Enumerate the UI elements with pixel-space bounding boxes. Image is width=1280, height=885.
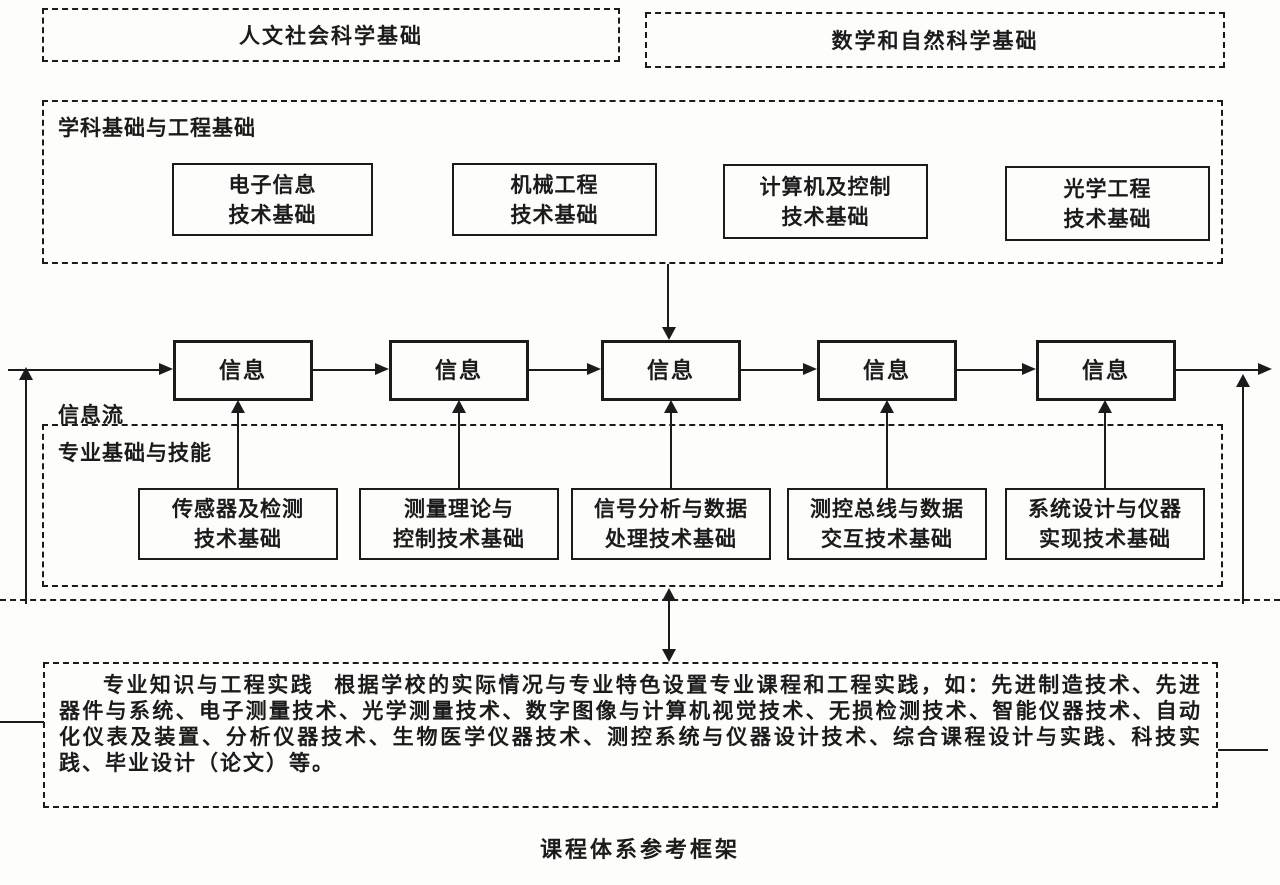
arrow-up-icon [452, 400, 466, 413]
prof-to-info-arrow-line-1 [237, 413, 239, 488]
info-node-4: 信息 [817, 340, 957, 401]
flow-line-1-2 [313, 369, 377, 371]
right-edge-stub-line [1218, 749, 1268, 751]
box-label-line: 系统设计与仪器 [1028, 497, 1182, 521]
info-node-label: 信息 [218, 357, 267, 383]
arrow-up-icon [19, 367, 33, 380]
discipline-section-label: 学科基础与工程基础 [58, 116, 256, 140]
info-node-label: 信息 [862, 357, 911, 383]
arrow-up-icon [1098, 400, 1112, 413]
flow-line-4-5 [957, 369, 1024, 371]
discipline-box-optical-eng: 光学工程 技术基础 [1005, 166, 1210, 241]
info-flow-label: 信息流 [58, 403, 124, 427]
box-label-line: 实现技术基础 [1039, 527, 1171, 551]
double-arrow-line [668, 600, 670, 650]
info-node-label: 信息 [1081, 357, 1130, 383]
math-science-foundation-label: 数学和自然科学基础 [831, 29, 1039, 53]
prof-to-info-arrow-line-4 [886, 413, 888, 488]
prof-to-info-arrow-line-3 [670, 413, 672, 488]
arrow-right-icon [1258, 363, 1272, 375]
practice-section-paragraph: 专业知识与工程实践根据学校的实际情况与专业特色设置专业课程和工程实践，如：先进制… [59, 672, 1202, 776]
professional-box-signal-data-processing: 信号分析与数据 处理技术基础 [571, 488, 771, 560]
arrow-right-icon [1022, 363, 1036, 375]
discipline-foundation-section [42, 100, 1223, 264]
arrow-up-icon [231, 400, 245, 413]
prof-to-info-arrow-line-2 [458, 413, 460, 488]
humanities-foundation-label: 人文社会科学基础 [239, 24, 423, 48]
info-node-2: 信息 [389, 340, 529, 401]
separator-dashed-line [0, 599, 1280, 601]
box-label-line: 计算机及控制 [759, 174, 892, 199]
professional-box-sensors-detection: 传感器及检测 技术基础 [138, 488, 338, 560]
arrow-right-icon [375, 363, 389, 375]
flow-line-entry [8, 369, 159, 371]
arrow-down-icon [662, 649, 676, 662]
arrow-right-icon [803, 363, 817, 375]
arrow-up-icon [664, 400, 678, 413]
professional-box-bus-data-interaction: 测控总线与数据 交互技术基础 [787, 488, 987, 560]
box-label-line: 技术基础 [510, 202, 599, 227]
box-label-line: 技术基础 [228, 202, 317, 227]
box-label-line: 测量理论与 [404, 497, 514, 521]
info-node-1: 信息 [173, 340, 313, 401]
box-label-line: 处理技术基础 [605, 527, 737, 551]
right-feedback-arrow-line [1242, 386, 1244, 604]
box-label-line: 技术基础 [194, 527, 282, 551]
info-node-3: 信息 [601, 340, 741, 401]
info-node-label: 信息 [646, 357, 695, 383]
flow-line-2-3 [529, 369, 589, 371]
practice-section-heading: 专业知识与工程实践 [103, 673, 315, 697]
flow-line-3-4 [741, 369, 805, 371]
professional-box-system-design-instrument: 系统设计与仪器 实现技术基础 [1005, 488, 1205, 560]
box-label-line: 机械工程 [510, 172, 599, 197]
discipline-box-mechanical-eng: 机械工程 技术基础 [452, 163, 657, 236]
professional-section-label: 专业基础与技能 [58, 441, 212, 465]
left-feedback-arrow-line [25, 380, 27, 604]
humanities-foundation-box: 人文社会科学基础 [42, 8, 620, 62]
arrow-right-icon [587, 363, 601, 375]
professional-foundation-section [42, 424, 1223, 587]
box-label-line: 光学工程 [1063, 176, 1152, 201]
arrow-down-icon [662, 327, 676, 340]
practice-section-box [43, 662, 1218, 808]
flow-line-exit [1176, 369, 1260, 371]
discipline-box-computer-control: 计算机及控制 技术基础 [723, 164, 928, 239]
box-label-line: 技术基础 [781, 204, 870, 229]
arrow-up-icon [1236, 374, 1250, 387]
arrow-right-icon [159, 363, 173, 375]
info-node-label: 信息 [434, 357, 483, 383]
discipline-box-electronic-info: 电子信息 技术基础 [172, 163, 373, 236]
professional-box-measurement-control: 测量理论与 控制技术基础 [359, 488, 559, 560]
diagram-caption: 课程体系参考框架 [539, 837, 740, 862]
box-label-line: 技术基础 [1063, 206, 1152, 231]
box-label-line: 传感器及检测 [172, 497, 304, 521]
box-label-line: 测控总线与数据 [810, 497, 964, 521]
arrow-up-icon [880, 400, 894, 413]
math-science-foundation-box: 数学和自然科学基础 [645, 12, 1225, 68]
box-label-line: 控制技术基础 [393, 527, 525, 551]
left-edge-stub-line [0, 721, 44, 723]
discipline-to-info-arrow-line [667, 264, 669, 328]
box-label-line: 交互技术基础 [821, 527, 953, 551]
box-label-line: 信号分析与数据 [594, 497, 748, 521]
practice-section-body: 根据学校的实际情况与专业特色设置专业课程和工程实践，如：先进制造技术、先进器件与… [59, 673, 1202, 775]
box-label-line: 电子信息 [228, 172, 317, 197]
info-node-5: 信息 [1036, 340, 1176, 401]
prof-to-info-arrow-line-5 [1104, 413, 1106, 488]
arrow-up-icon [662, 588, 676, 601]
